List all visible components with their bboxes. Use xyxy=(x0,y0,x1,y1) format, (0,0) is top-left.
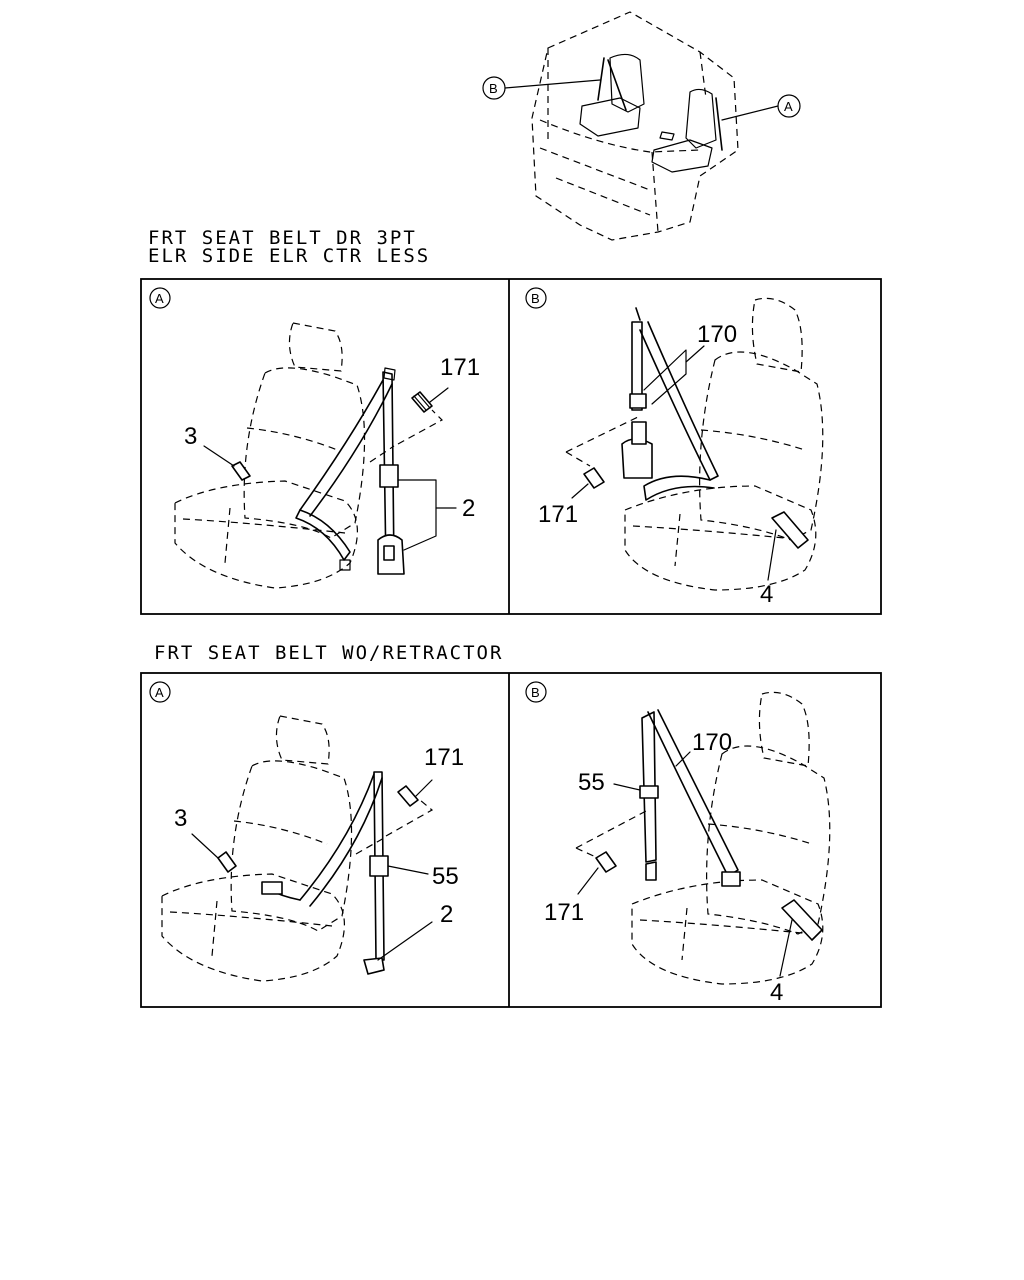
panel-2a-callout-3: 3 xyxy=(174,805,187,832)
panel-2b: B 170 55 171 4 xyxy=(525,681,831,1006)
panel-2a-callout-55: 55 xyxy=(432,863,459,890)
panel-1a-callout-2: 2 xyxy=(462,495,475,522)
section1-title-line2: ELR SIDE ELR CTR LESS xyxy=(148,245,430,267)
panel-1b-marker: B xyxy=(531,291,540,306)
section2-frame xyxy=(140,672,882,1008)
panel-2b-callout-171: 171 xyxy=(544,899,584,926)
panel-1b-callout-171: 171 xyxy=(538,501,578,528)
panel-2b-callout-170: 170 xyxy=(692,729,732,756)
panel-2b-callout-55: 55 xyxy=(578,769,605,796)
panel-1b-callout-170: 170 xyxy=(697,321,737,348)
panel-1a-marker: A xyxy=(155,291,164,306)
overview-callout-b: B xyxy=(482,76,601,100)
cab-overview xyxy=(531,11,739,241)
section1-frame xyxy=(140,278,882,615)
panel-1a-callout-171: 171 xyxy=(440,354,480,381)
panel-2a: A 171 3 55 2 xyxy=(149,681,464,982)
overview-marker-b: B xyxy=(489,81,498,96)
overview-marker-a: A xyxy=(784,99,793,114)
panel-1a: A 171 3 2 xyxy=(149,287,480,589)
section2-title: FRT SEAT BELT WO/RETRACTOR xyxy=(154,642,503,664)
panel-2b-callout-4: 4 xyxy=(770,979,783,1006)
overview-callout-a: A xyxy=(721,94,801,121)
panel-1b-callout-4: 4 xyxy=(760,581,773,608)
panel-2a-marker: A xyxy=(155,685,164,700)
section1-title-line1: FRT SEAT BELT DR 3PT xyxy=(148,227,417,249)
panel-1a-callout-3: 3 xyxy=(184,423,197,450)
panel-2a-callout-2: 2 xyxy=(440,901,453,928)
panel-2b-marker: B xyxy=(531,685,540,700)
panel-1b: B 170 171 4 xyxy=(525,287,824,608)
panel-2a-callout-171: 171 xyxy=(424,744,464,771)
